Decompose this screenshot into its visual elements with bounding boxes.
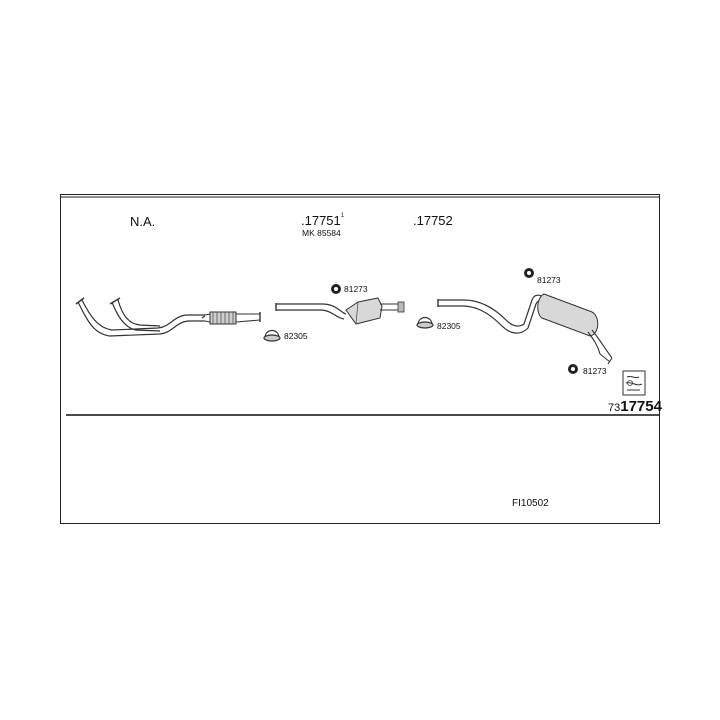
drawing-code: FI10502 (512, 498, 549, 509)
frame-border (60, 194, 660, 524)
middle-silencer-assembly (275, 303, 347, 320)
clamp-left-label: 82305 (284, 331, 308, 341)
reference-prefix: 73 (608, 402, 621, 414)
bracket-rear-top-label: 81273 (537, 275, 561, 285)
u-bolt-clamp-icon (416, 316, 434, 329)
u-bolt-clamp-icon (263, 329, 281, 342)
diagram-drawing (60, 194, 660, 524)
bracket-rear-bottom-label: 81273 (583, 366, 607, 376)
flex-joint (204, 311, 261, 325)
mounting-instructions-icon (622, 370, 646, 396)
exhaust-diagram: N.A. .177511 MK 85584 .17752 81273 81273… (60, 194, 662, 524)
rubber-hanger-icon (331, 284, 341, 294)
kit-label: MK 85584 (302, 228, 341, 238)
clamp-center-label: 82305 (437, 321, 461, 331)
rubber-hanger-icon (568, 364, 578, 374)
front-pipe (75, 297, 206, 337)
part-front-label: .177511 (301, 213, 345, 228)
reference-number: 7317754 (608, 399, 662, 415)
part-rear-label: .17752 (413, 213, 453, 228)
bracket-center-label: 81273 (344, 284, 368, 294)
rubber-hanger-icon (524, 268, 534, 278)
rear-silencer (537, 293, 613, 365)
part-front-mark: 1 (340, 213, 345, 219)
middle-silencer (345, 297, 405, 325)
part-front-number: .17751 (301, 213, 341, 228)
na-label: N.A. (130, 214, 156, 229)
reference-main: 17754 (620, 398, 662, 415)
